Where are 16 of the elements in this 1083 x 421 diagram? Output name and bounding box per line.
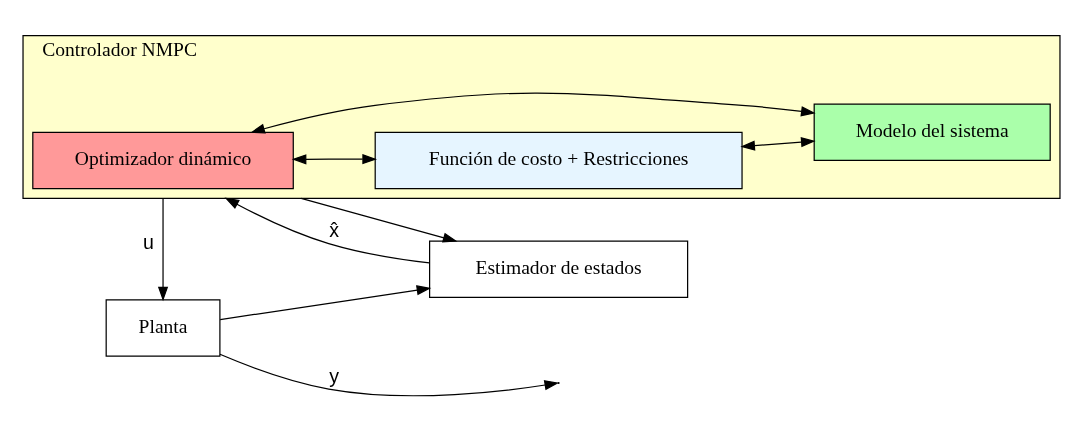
edge-label: x̂	[329, 218, 340, 241]
edge-label: u	[142, 230, 154, 253]
arrow	[219, 284, 432, 320]
arrow	[740, 136, 816, 151]
node-box: Planta	[105, 298, 221, 357]
arrow	[219, 353, 560, 396]
arrow	[224, 196, 430, 264]
node-box: Modelo del sistema	[813, 103, 1051, 161]
arrow	[291, 153, 377, 164]
arrow	[157, 197, 169, 301]
node-box: Función de costo + Restricciones	[374, 131, 743, 189]
arrow	[250, 91, 816, 134]
arrow	[300, 197, 458, 243]
node-box: Optimizador dinámico	[32, 131, 294, 189]
node-box: Estimador de estados	[429, 240, 689, 298]
edge-label: y	[329, 364, 340, 387]
